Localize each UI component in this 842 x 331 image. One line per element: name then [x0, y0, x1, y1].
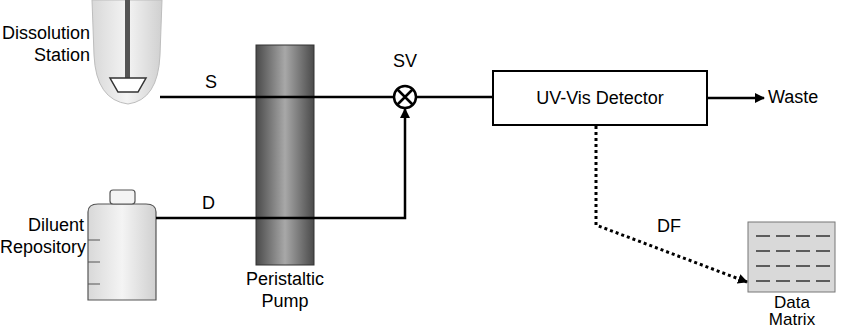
switching-valve: SV: [385, 50, 425, 110]
valve-cross: [397, 89, 413, 105]
node-label: Dissolution Station: [0, 22, 90, 66]
node-label: Data Matrix: [749, 294, 835, 328]
flow-line: [156, 109, 405, 218]
flow-line: [417, 96, 492, 99]
diluent-repository: Diluent Repository: [0, 190, 156, 302]
line-label: D: [200, 193, 217, 213]
dissolution-station: Dissolution Station: [0, 0, 160, 110]
detector-box: UV-Vis Detector: [492, 70, 708, 126]
node-label: UV-Vis Detector: [494, 87, 706, 109]
data-matrix: Data Matrix: [735, 222, 842, 331]
flow-line: [708, 97, 764, 100]
node-label: Peristaltic Pump: [226, 268, 344, 312]
dissolution-vessel: [92, 0, 162, 104]
bottle-graduation: [88, 262, 100, 263]
bottle-graduation: [88, 240, 100, 241]
flow-line: [160, 96, 393, 99]
line-label: DF: [655, 216, 683, 236]
peristaltic-pump: Peristaltic Pump: [226, 40, 344, 326]
pump-cylinder: [256, 45, 314, 265]
bottle-cap: [110, 190, 135, 204]
diluent-bottle: [88, 204, 156, 300]
valve-circle: [394, 86, 416, 108]
stirrer-paddle: [110, 78, 146, 92]
line-label: S: [203, 72, 219, 92]
bottle-graduation: [88, 284, 100, 285]
data-rows: [756, 236, 830, 281]
node-label: Waste: [768, 86, 834, 108]
data-flow-line: [596, 126, 747, 282]
node-label: Diluent Repository: [0, 214, 84, 258]
node-label: SV: [385, 50, 425, 72]
waste-outlet: Waste: [768, 86, 834, 110]
data-matrix-box: [748, 222, 835, 292]
stirrer-shaft: [125, 0, 130, 78]
